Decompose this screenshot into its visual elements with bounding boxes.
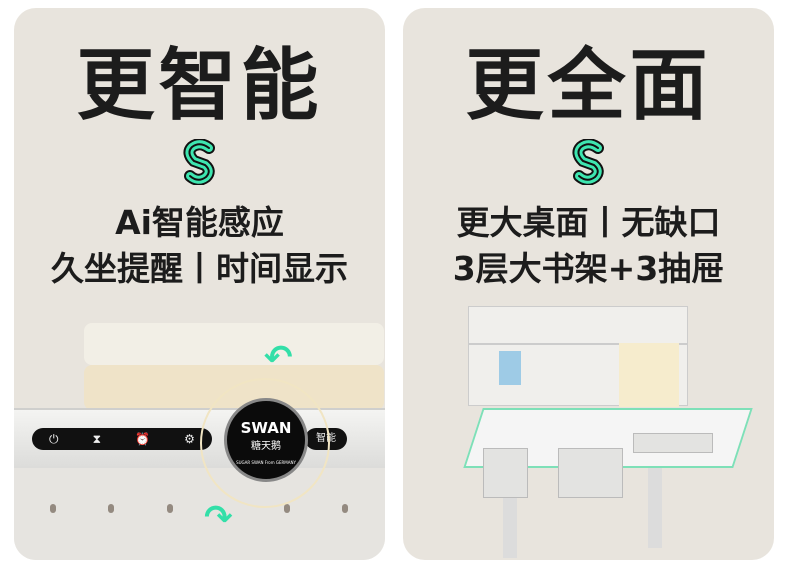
feature-subtitle: 久坐提醒丨时间显示 [51,249,348,288]
feature-subtitle: Ai智能感应 [115,203,284,242]
peg-hole [284,504,290,513]
card-title: 更全面 [465,41,712,131]
peg-hole [108,504,114,513]
smart-feature-card: 更智能 Ai智能感应 久坐提醒丨时间显示 ⏻ ⧗ ⏰ ⚙ 智能 SWAN 糖天鹅… [14,8,385,560]
alarm-clock-icon[interactable]: ⏰ [135,432,151,446]
control-bar: ⏻ ⧗ ⏰ ⚙ [32,428,212,450]
brand-s-logo-icon [571,139,604,185]
power-icon[interactable]: ⏻ [49,431,59,446]
brand-s-logo-icon [182,139,215,185]
rotate-arrow-icon: ↷ [204,498,233,538]
feature-subtitle: 3层大书架+3抽屉 [452,249,725,288]
complete-feature-card: 更全面 更大桌面丨无缺口 3层大书架+3抽屉 [403,8,774,560]
card-title: 更智能 [76,41,323,131]
rotate-arrow-icon: ↶ [264,338,293,378]
knob-brand: SWAN [240,419,292,437]
hourglass-icon[interactable]: ⧗ [92,431,102,446]
peg-hole [342,504,348,513]
knob-brand-cn: 糖天鹅 [251,441,281,452]
settings-icon[interactable]: ⚙ [184,432,195,446]
feature-subtitle: 更大桌面丨无缺口 [456,203,721,242]
peg-hole [50,504,56,513]
bookshelf-hutch [468,306,688,407]
peg-hole [167,504,173,513]
desk-leg [648,448,662,548]
book-illustration [84,323,384,365]
glow-ring [200,378,330,508]
drawer [558,448,623,498]
drawer [483,448,528,498]
pegboard [14,468,385,560]
control-knob[interactable]: SWAN 糖天鹅 SUGAR SWAN From GERMANY [224,398,308,482]
drawer [633,433,713,453]
knob-ring-text: SUGAR SWAN From GERMANY [236,460,296,465]
